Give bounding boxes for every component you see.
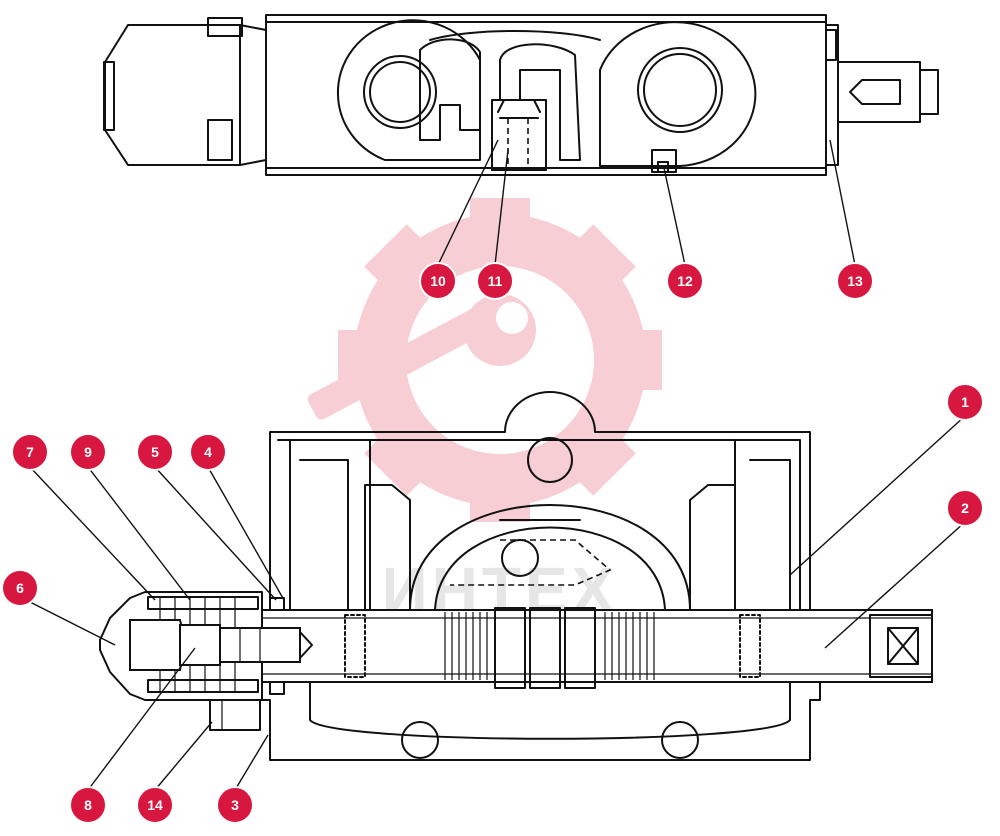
callout-2: 2 (946, 489, 984, 527)
gear-icon (338, 198, 662, 522)
check-valve-body (491, 99, 547, 171)
main-spool (261, 609, 933, 683)
callout-10: 10 (419, 262, 457, 300)
callout-label: 14 (147, 797, 163, 813)
callout-label: 11 (488, 273, 503, 289)
callout-label: 10 (430, 273, 446, 289)
watermark-logo: ИНТЕХ (307, 198, 662, 626)
callout-5: 5 (136, 433, 174, 471)
callout-label: 3 (231, 797, 239, 813)
wrench-icon (307, 294, 536, 420)
callout-label: 1 (961, 394, 969, 410)
callout-7: 7 (11, 433, 49, 471)
callout-label: 8 (84, 797, 92, 813)
callout-label: 5 (151, 444, 159, 460)
callout-6: 6 (1, 569, 39, 607)
top-spool-end (837, 61, 921, 123)
callout-8: 8 (69, 786, 107, 824)
callout-3: 3 (216, 786, 254, 824)
callout-14: 14 (136, 786, 174, 824)
leader-lines (29, 139, 966, 791)
callout-label: 7 (26, 444, 34, 460)
callout-11: 11 (476, 262, 514, 300)
callout-label: 13 (847, 273, 863, 289)
callout-label: 9 (84, 444, 92, 460)
callout-label: 12 (677, 273, 693, 289)
callout-label: 2 (961, 500, 969, 516)
callout-1: 1 (946, 383, 984, 421)
spool-grooves (444, 612, 655, 680)
callout-12: 12 (666, 262, 704, 300)
callout-13: 13 (836, 262, 874, 300)
bottom-valve-body (261, 391, 821, 761)
spring-cap (99, 591, 263, 701)
left-end-cap (104, 24, 267, 166)
callout-9: 9 (69, 433, 107, 471)
top-view (103, 14, 939, 176)
callout-label: 4 (204, 444, 212, 460)
callout-4: 4 (189, 433, 227, 471)
callout-label: 6 (16, 580, 24, 596)
